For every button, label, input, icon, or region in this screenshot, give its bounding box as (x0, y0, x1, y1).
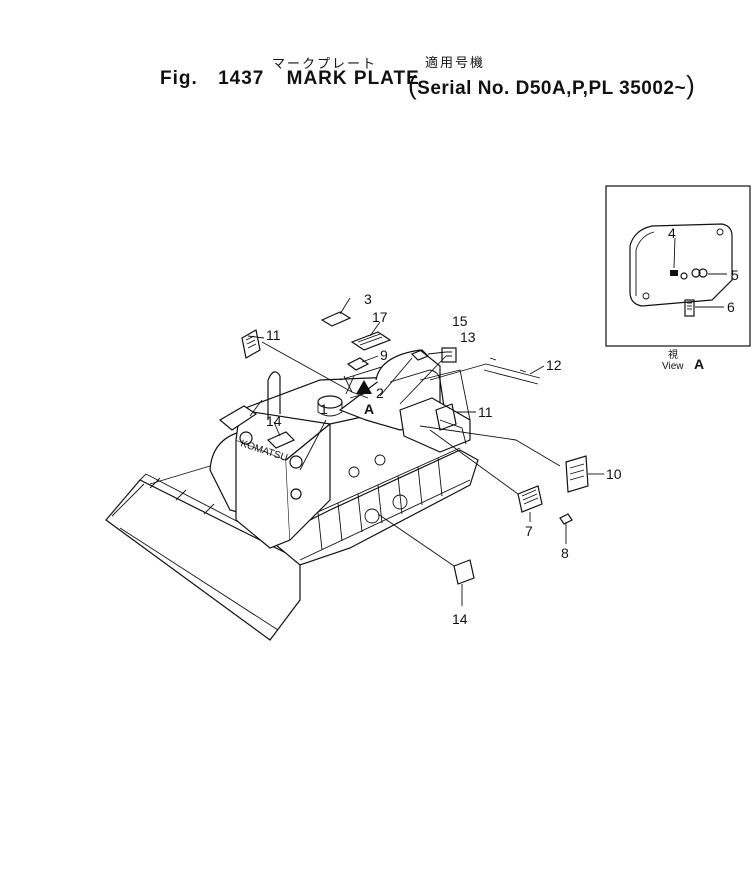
part-8 (559, 513, 573, 525)
plate-11-left (241, 329, 261, 359)
callout-9: 9 (380, 347, 388, 363)
callout-8: 8 (561, 545, 569, 561)
view-a-inset: 4 5 6 視 View A (605, 185, 751, 372)
title-japanese: マークプレート (272, 57, 378, 72)
inset-plate-4 (670, 270, 678, 276)
plate-16 (266, 431, 296, 449)
callout-2: 2 (376, 385, 384, 401)
callout-7: 7 (525, 523, 533, 539)
plate-3 (320, 311, 352, 327)
plate-11-right (435, 403, 457, 431)
serial-range: (Serial No. D50A,P,PL 35002~) (408, 70, 695, 101)
plate-10 (565, 455, 589, 493)
inset-frame (605, 185, 751, 347)
serial-japanese: 適用号機 (425, 56, 486, 71)
serial-text: Serial No. D50A,P,PL 35002~ (417, 78, 687, 99)
callout-6: 6 (727, 299, 735, 315)
blade (105, 479, 301, 641)
plate-17 (350, 331, 392, 351)
plate-13 (441, 347, 457, 363)
view-label-en: View (662, 361, 684, 372)
page-title: MARK PLATE (286, 68, 420, 89)
fig-prefix: Fig. (160, 68, 198, 89)
exhaust-stack (267, 371, 281, 420)
inset-panel (629, 223, 733, 307)
serial-close-paren: ) (686, 70, 696, 100)
machine-arrow-letter: A (364, 401, 374, 417)
callout-12: 12 (546, 357, 562, 373)
callout-1: 1 (320, 401, 328, 417)
callout-4: 4 (668, 225, 676, 241)
callout-15: 15 (452, 313, 468, 329)
plate-14 (453, 559, 475, 585)
callout-17: 17 (372, 309, 388, 325)
view-label-jp: 視 (668, 348, 678, 361)
callout-14: 14 (452, 611, 468, 627)
serial-open-paren: ( (408, 70, 418, 100)
plate-12 (483, 363, 541, 385)
plate-9 (346, 357, 370, 371)
callout-5: 5 (731, 267, 739, 283)
plate-15 (410, 349, 430, 361)
callout-10: 10 (606, 466, 622, 482)
fig-number: 1437 (218, 68, 265, 89)
bulldozer-drawing: KOMATSU A (105, 349, 479, 641)
callout-11-left: 11 (266, 327, 281, 343)
plate-7 (517, 485, 543, 513)
callout-3: 3 (364, 291, 372, 307)
leader-lines (247, 297, 604, 606)
callout-13: 13 (460, 329, 476, 345)
figure-label: Fig. 1437 MARK PLATE (160, 68, 420, 90)
arrow-a-marker (356, 380, 372, 394)
callout-16: 14 (266, 413, 282, 429)
rear-fender (399, 397, 471, 453)
callout-11-right: 11 (478, 404, 493, 420)
mark-plates (241, 311, 589, 585)
inset-plate-6 (684, 299, 695, 317)
track-frame (268, 449, 479, 566)
view-letter: A (694, 356, 704, 372)
